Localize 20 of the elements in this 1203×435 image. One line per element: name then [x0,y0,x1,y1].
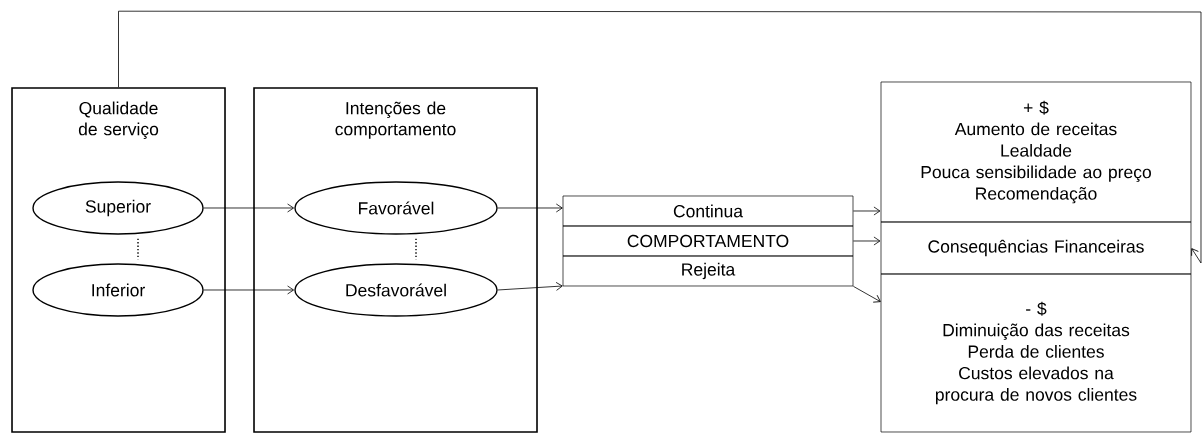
arrow [118,10,1202,264]
ellipse-node: Inferior [32,263,204,317]
ellipse-node: Favorável [294,181,498,235]
arrow [852,285,881,303]
table-cell: - $ Diminuição das receitas Perda de clientes Custos elevados na procura de novos clientes [880,273,1192,433]
ellipse-node: Superior [32,181,204,235]
arrow [497,203,563,213]
ellipse-node: Desfavorável [294,263,498,317]
arrow [852,236,881,246]
table-cell: Consequências Financeiras [880,221,1192,275]
table-cell: Continua [562,195,854,227]
table-cell: Rejeita [562,255,854,287]
dotted-line [415,238,417,260]
table-cell: COMPORTAMENTO [562,225,854,257]
table-cell: + $ Aumento de receitas Lealdade Pouca sensibilidade ao preço Recomendação [880,81,1192,223]
arrow [852,206,881,216]
arrow [203,285,294,295]
arrow [497,282,563,291]
dotted-line [137,238,139,260]
arrow [203,203,294,213]
